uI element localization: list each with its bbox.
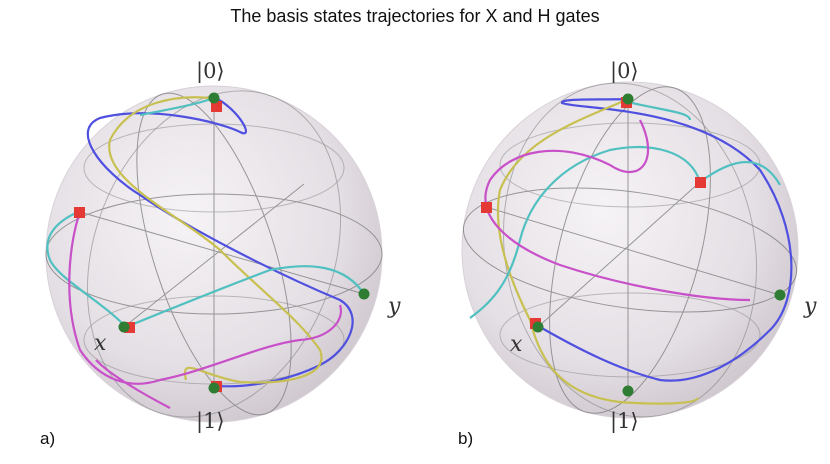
trajectory-magenta-a xyxy=(68,211,343,409)
panel-label-a: a) xyxy=(40,429,56,448)
ket1-label-b: |1⟩ xyxy=(610,409,639,434)
trajectory-cyan-b xyxy=(469,100,781,319)
green-marker-a xyxy=(208,92,220,104)
bloch-sphere-a: |0⟩ |1⟩ x y xyxy=(45,59,401,434)
markers-a xyxy=(74,92,370,394)
panel-label-b: b) xyxy=(458,429,474,448)
ket0-label-a: |0⟩ xyxy=(196,59,225,84)
trajectory-blue-b xyxy=(539,97,793,382)
x-axis-label-b: x xyxy=(510,332,523,357)
x-axis-label-a: x xyxy=(94,331,107,356)
markers-b xyxy=(481,93,786,397)
bloch-sphere-b: |0⟩ |1⟩ x y xyxy=(461,59,817,434)
trajectory-cyan-a xyxy=(46,96,365,329)
y-axis-label-a: y xyxy=(387,294,401,319)
green-marker-a xyxy=(358,288,370,300)
red-marker-a xyxy=(211,101,222,112)
ket0-label-b: |0⟩ xyxy=(610,59,639,84)
red-marker-a xyxy=(74,207,85,218)
green-marker-b xyxy=(622,93,634,105)
trajectory-olive-a xyxy=(108,96,323,384)
trajectory-magenta-b xyxy=(484,119,751,302)
red-marker-b xyxy=(695,177,706,188)
red-marker-a xyxy=(124,322,135,333)
y-axis-label-b: y xyxy=(803,294,817,319)
green-marker-a xyxy=(208,382,220,394)
green-marker-a xyxy=(118,321,130,333)
green-marker-b xyxy=(774,289,786,301)
trajectory-olive-b xyxy=(496,98,699,405)
green-marker-b xyxy=(532,321,544,333)
green-marker-b xyxy=(622,385,634,397)
trajectories-a xyxy=(46,96,365,409)
trajectories-b xyxy=(469,97,793,405)
red-marker-b xyxy=(481,202,492,213)
figure-title: The basis states trajectories for X and … xyxy=(230,6,600,26)
ket1-label-a: |1⟩ xyxy=(196,409,225,434)
